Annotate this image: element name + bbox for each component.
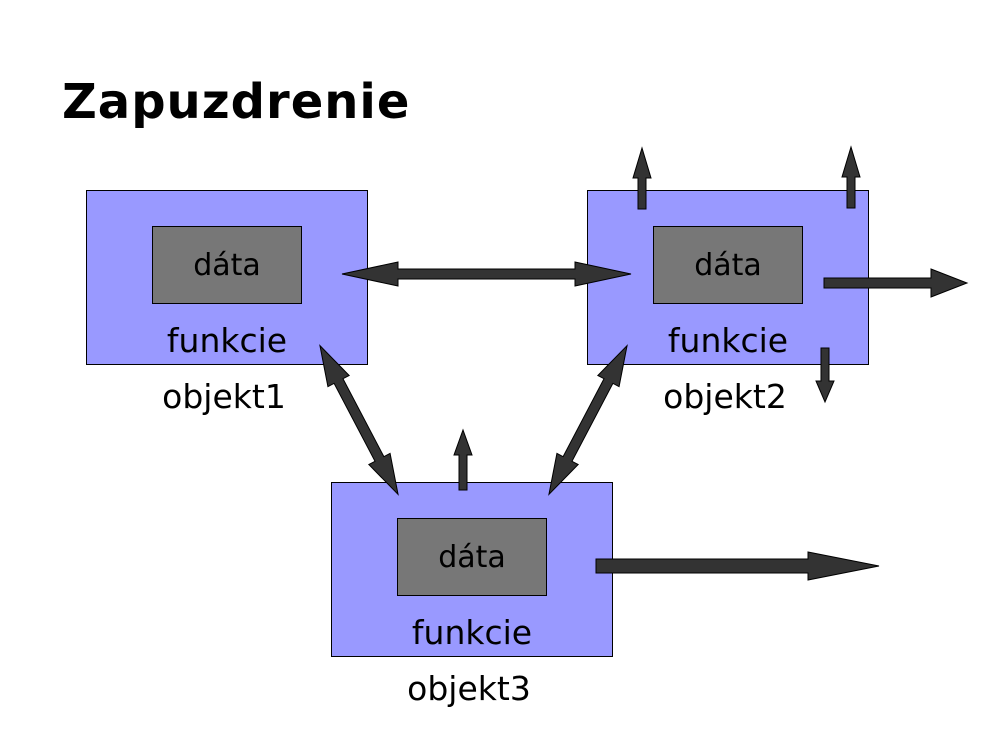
arrow-down-objekt2 bbox=[815, 347, 835, 404]
double-arrow-objekt1-objekt3 bbox=[319, 344, 399, 496]
object-box-objekt1: dáta funkcie bbox=[86, 190, 368, 365]
double-arrow-objekt2-objekt3 bbox=[548, 344, 628, 496]
functions-label: funkcie bbox=[411, 613, 533, 652]
arrow-up-objekt3 bbox=[453, 428, 473, 491]
arrow-right-objekt3 bbox=[595, 551, 880, 581]
data-box: dáta bbox=[152, 226, 302, 304]
arrow-up-left-objekt2 bbox=[632, 146, 652, 210]
object-box-objekt3: dáta funkcie bbox=[331, 482, 613, 657]
data-box: dáta bbox=[397, 518, 547, 596]
object-name-label: objekt3 bbox=[407, 669, 531, 708]
object-name-label: objekt1 bbox=[162, 377, 286, 416]
object-box-objekt2: dáta funkcie bbox=[587, 190, 869, 365]
arrow-right-objekt2 bbox=[823, 268, 969, 298]
slide-title: Zapuzdrenie bbox=[62, 74, 411, 130]
functions-label: funkcie bbox=[166, 321, 288, 360]
object-name-label: objekt2 bbox=[663, 377, 787, 416]
data-box: dáta bbox=[653, 226, 803, 304]
functions-label: funkcie bbox=[667, 321, 789, 360]
arrow-up-right-objekt2 bbox=[841, 145, 861, 209]
double-arrow-objekt1-objekt2 bbox=[341, 261, 632, 287]
